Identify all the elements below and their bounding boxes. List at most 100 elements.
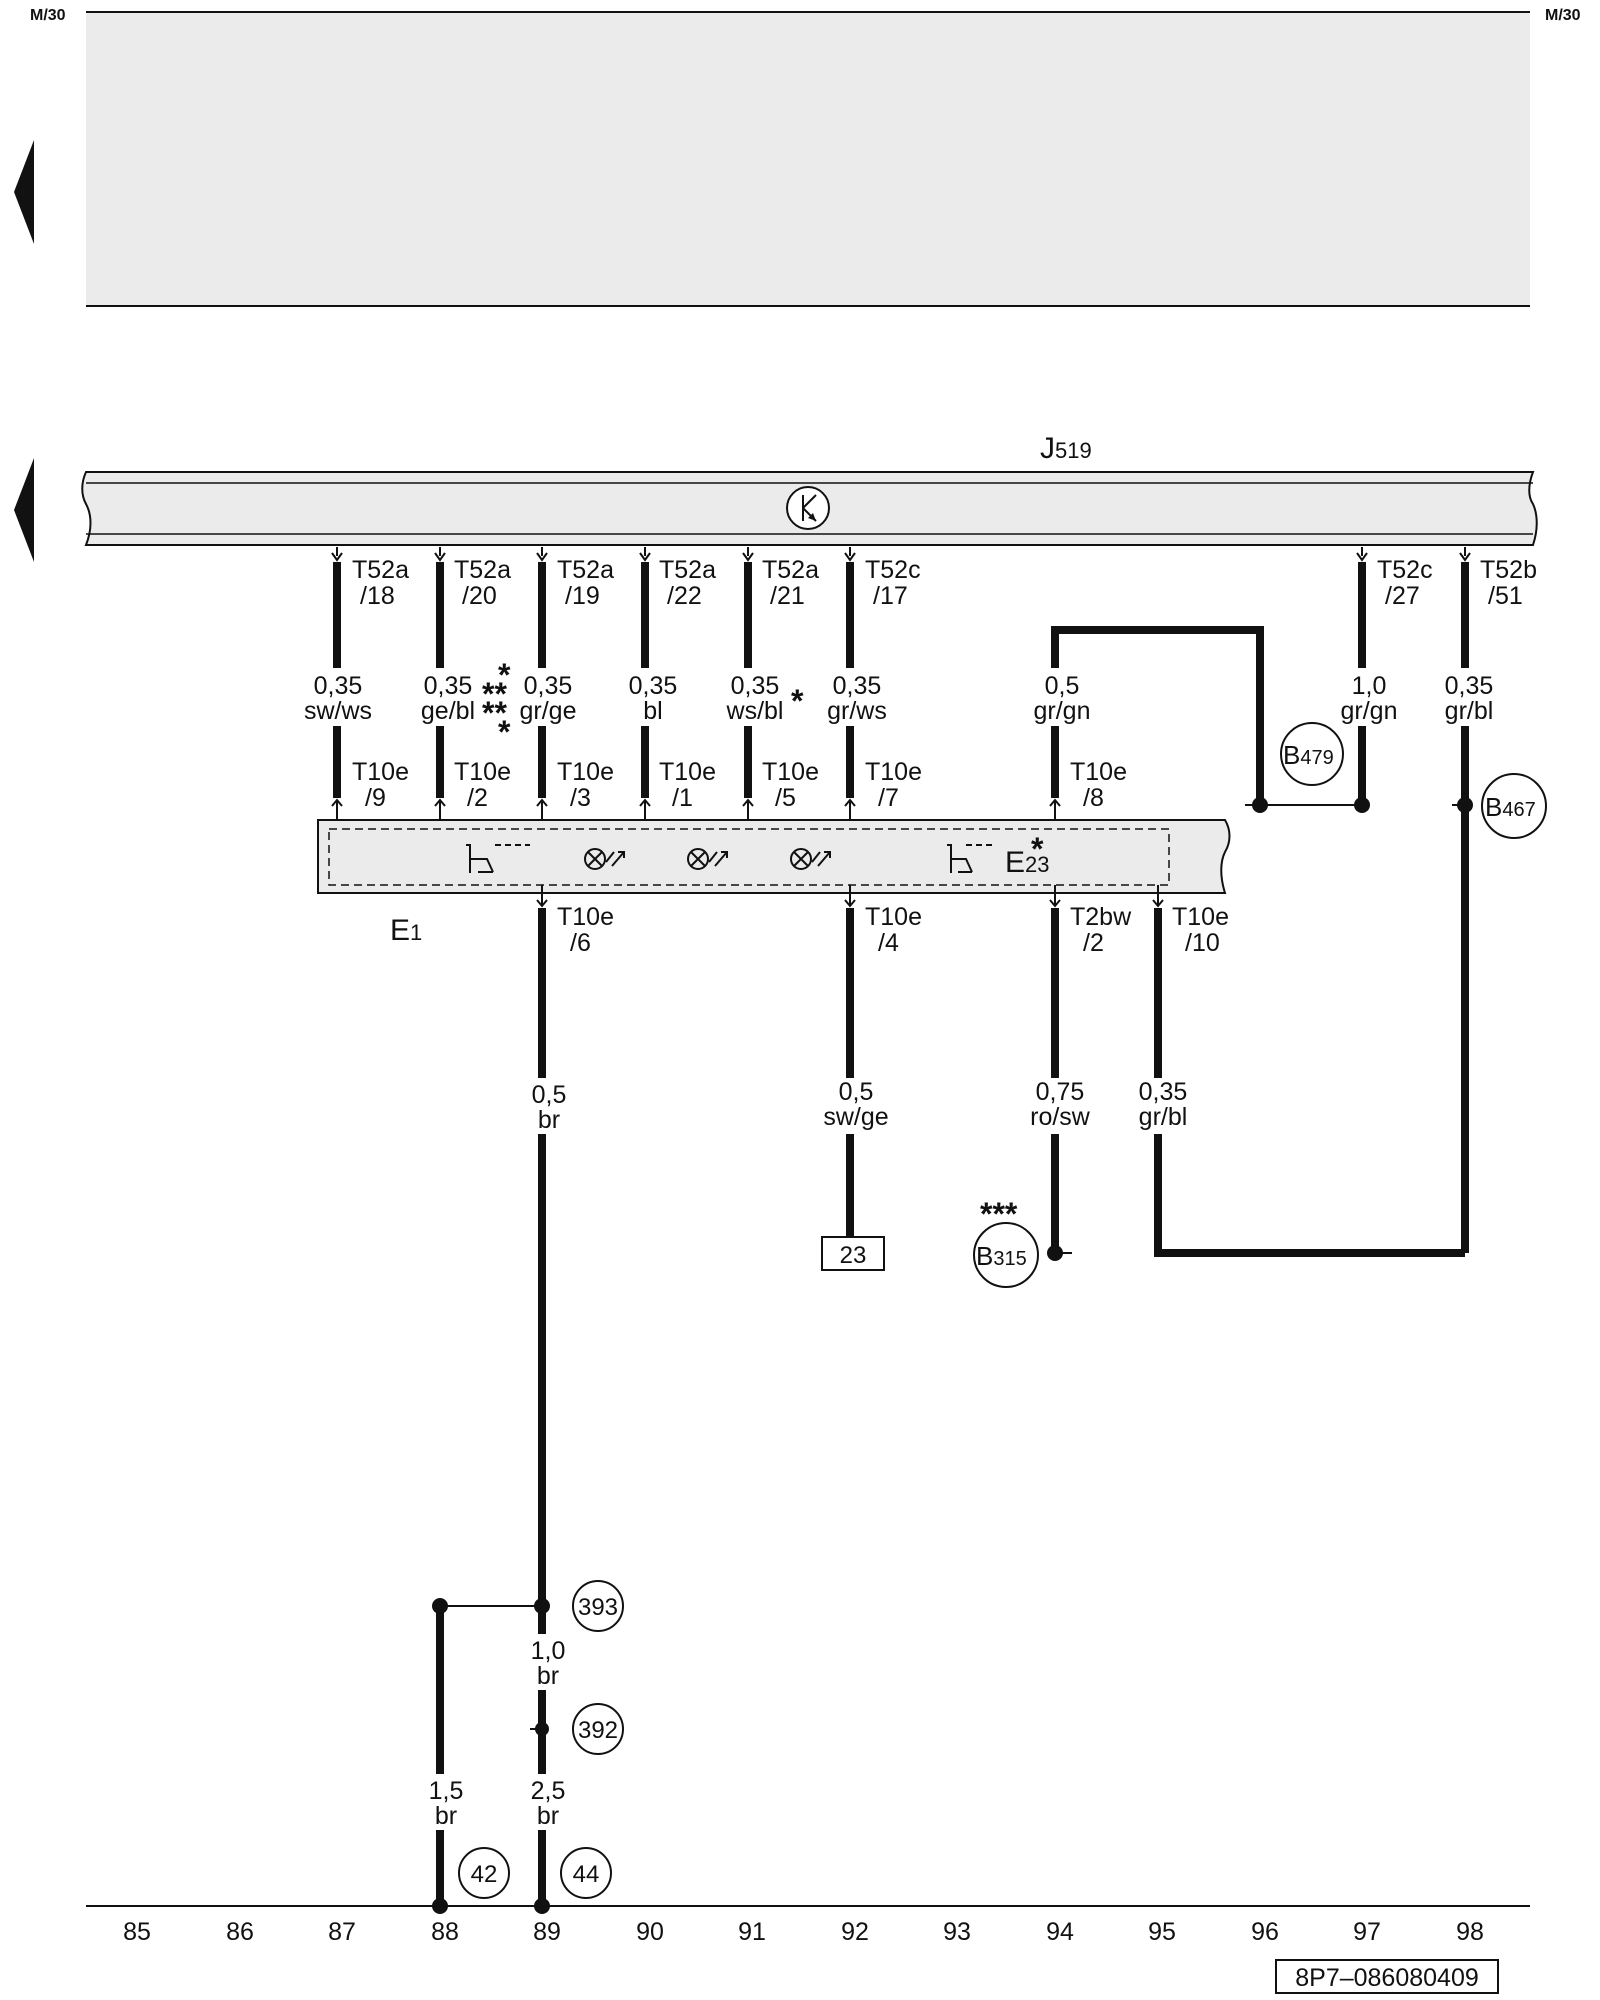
ws-bl-mark: * [791,683,804,719]
wire-6-color: gr/ws [827,697,887,725]
e1-top-conn-6-pin: /7 [878,784,899,812]
track-number: 95 [1148,1918,1176,1946]
b467-junction-dot [1457,797,1473,813]
ground-wire-2-color: br [435,1802,457,1830]
upper-wire-labels: 0,35 sw/ws 0,35 ge/bl 0,35 gr/ge 0,35 bl… [304,657,1502,750]
j519-conn-6-name: T52c [865,556,921,584]
e23-label: E23 [1005,846,1050,879]
j519-conn-1-pin: /18 [360,582,395,610]
e1-bottom-connector-marks [536,885,1164,908]
lower-wire-1-color: br [538,1106,560,1134]
b479-junction-dot-2 [1354,797,1370,813]
lower-wire-3-color: ro/sw [1030,1103,1091,1131]
ge-bl-mark-3: ** [482,695,507,731]
lower-wire-4-size: 0,35 [1139,1078,1188,1106]
e23-mark: * [1031,831,1044,867]
j519-conn-3-pin: /19 [565,582,600,610]
e1-top-conn-5-pin: /5 [775,784,796,812]
j519-conn-7-name: T52c [1377,556,1433,584]
e1-bot-conn-3-pin: /2 [1083,929,1104,957]
ge-bl-mark-2: ** [482,676,507,712]
e1-inner-dashed [328,828,1170,886]
e1-top-conn-7-pin: /8 [1083,784,1104,812]
wire-8-size: 1,0 [1352,672,1387,700]
wire-7-size: 0,5 [1045,672,1080,700]
e1-top-conn-1-name: T10e [352,758,409,786]
track-number: 86 [226,1918,254,1946]
track-number: 94 [1046,1918,1074,1946]
e1-top-conn-3-pin: /3 [570,784,591,812]
switch-symbol-icon [466,844,530,873]
track-number: 85 [123,1918,151,1946]
continuation-arrow-j519 [14,458,34,562]
wire-9-color: gr/bl [1445,697,1494,725]
svg-text:393: 393 [578,1594,618,1621]
svg-text:42: 42 [471,1861,498,1888]
ground-wire-1-size: 1,0 [531,1637,566,1665]
svg-text:8P7–086080409: 8P7–086080409 [1295,1964,1479,1992]
e1-top-conn-4-pin: /1 [672,784,693,812]
e1-bot-conn-1-pin: /6 [570,929,591,957]
lower-wire-2-size: 0,5 [839,1078,874,1106]
ref-circle-392: 392 [572,1703,624,1755]
e1-top-conn-5-name: T10e [762,758,819,786]
wire-2-color: ge/bl [421,697,475,725]
track-number: 89 [533,1918,561,1946]
transistor-symbol-icon [786,486,830,530]
svg-text:392: 392 [578,1717,618,1744]
j519-conn-4-pin: /22 [667,582,702,610]
e1-bot-conn-4-pin: /10 [1185,929,1220,957]
wire-3-size: 0,35 [524,672,573,700]
b315-marker: B315 [973,1222,1039,1288]
ge-bl-mark-4: * [498,714,511,750]
j519-conn-5-name: T52a [762,556,819,584]
svg-text:B479: B479 [1283,740,1334,770]
j519-conn-8-pin: /51 [1488,582,1523,610]
track-number: 96 [1251,1918,1279,1946]
track-number: 90 [636,1918,664,1946]
ref-circle-44: 44 [560,1847,612,1899]
e1-top-conn-7-name: T10e [1070,758,1127,786]
b479-junction-dot-1 [1252,797,1268,813]
j519-conn-5-pin: /21 [770,582,805,610]
lower-wire-4-color: gr/bl [1139,1103,1188,1131]
svg-text:23: 23 [840,1242,867,1269]
j519-conn-3-name: T52a [557,556,614,584]
svg-text:B467: B467 [1485,792,1536,822]
lamp-symbol-3-icon [790,848,831,870]
e1-body [317,819,1231,894]
track-number: 92 [841,1918,869,1946]
track-number: 97 [1353,1918,1381,1946]
switch-symbol-2-icon [947,844,995,873]
e1-bot-conn-1-name: T10e [557,903,614,931]
j519-conn-6-pin: /17 [873,582,908,610]
e1-bot-conn-4-name: T10e [1172,903,1229,931]
track-number: 91 [738,1918,766,1946]
ref-circle-393: 393 [572,1580,624,1632]
ground-wire-3-color: br [537,1802,559,1830]
track-numbers: 85 86 87 88 89 90 91 92 93 94 95 96 97 9… [123,1918,1484,1946]
wire-4-color: bl [643,697,662,725]
j519-conn-2-pin: /20 [462,582,497,610]
document-id-box: 8P7–086080409 [1275,1959,1499,1994]
e1-label: E1 [390,914,422,947]
page-ref-left: M/30 [30,7,66,24]
e1-top-conn-1-pin: /9 [365,784,386,812]
wire-2-size: 0,35 [424,672,473,700]
j519-conn-8-name: T52b [1480,556,1537,584]
lower-wire-2-color: sw/ge [823,1103,888,1131]
wire-3-color: gr/ge [520,697,577,725]
lower-wire-3-size: 0,75 [1036,1078,1085,1106]
j519-conn-1-name: T52a [352,556,409,584]
j519-connector-marks [331,547,1471,562]
e1-top-connector-marks [331,798,1061,822]
wire-9-size: 0,35 [1445,672,1494,700]
j519-label: J519 [1040,432,1092,465]
track-number: 93 [943,1918,971,1946]
lamp-symbol-1-icon [584,848,625,870]
b467-marker: B467 [1481,773,1547,839]
page-ref-right: M/30 [1545,7,1581,24]
e1-bot-conn-2-name: T10e [865,903,922,931]
wire-6-size: 0,35 [833,672,882,700]
